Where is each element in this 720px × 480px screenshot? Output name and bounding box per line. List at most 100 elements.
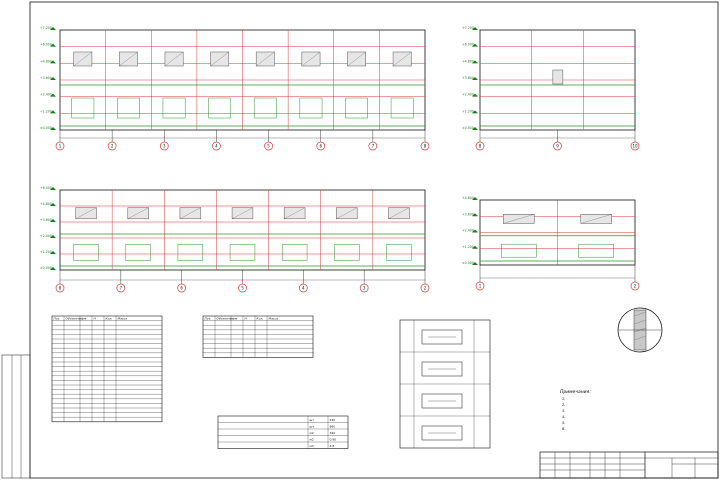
level-mark-label: +2.400 (40, 93, 52, 97)
axis-bubble (298, 283, 308, 293)
level-mark-icon (472, 127, 478, 130)
level-mark-label: +6.000 (40, 186, 52, 190)
level-mark-label: +4.800 (462, 196, 474, 200)
spec-table-1-header-cell: H (94, 316, 97, 320)
materials-table-cell: 4.8 (330, 444, 335, 448)
window-hatch (580, 214, 612, 224)
level-mark-label: +4.800 (40, 202, 52, 206)
spec-table-2-header-cell: Поз. (205, 316, 212, 320)
lower-opening (345, 97, 368, 119)
spec-table-2-frame (202, 315, 314, 358)
materials-table-cell: 230 (330, 418, 336, 422)
materials-table-cell: 0.90 (330, 438, 337, 442)
axis-label: 1 (59, 144, 62, 149)
spec-table-1-header-cell: Кол. (106, 316, 113, 320)
window-hatch (392, 51, 412, 67)
window-hatch (73, 51, 93, 67)
level-mark-icon (50, 60, 56, 64)
level-mark-label: +3.600 (40, 76, 52, 80)
axis-label: 4 (215, 144, 218, 149)
level-mark-label: +7.200 (40, 26, 52, 30)
level-mark-label: ±0.000 (462, 126, 474, 130)
spec-table-1-header-cell: Поз. (54, 316, 61, 320)
materials-table-cell: 860 (330, 425, 336, 429)
lower-opening (71, 97, 95, 119)
note-line: 6. (562, 427, 565, 431)
window-hatch (388, 207, 410, 219)
lower-opening (73, 244, 99, 261)
axis-label: 7 (372, 144, 375, 149)
level-mark-label: +4.800 (40, 59, 52, 63)
spec-table-2-header-cell: H (245, 316, 248, 320)
spec-table-1-header-cell: L (82, 316, 84, 320)
details-table (399, 319, 491, 449)
level-mark-label: +1.200 (462, 109, 474, 113)
window-hatch (347, 51, 366, 67)
lower-opening (281, 244, 308, 261)
section-detail (617, 307, 663, 353)
level-mark-icon (50, 43, 56, 47)
axis-label: 5 (267, 144, 270, 149)
level-mark-label: ±0.000 (40, 126, 52, 130)
axis-label: 3 (163, 144, 166, 149)
lower-opening (177, 244, 204, 261)
notes-block: Примечания: 1.2.3.4.5.6. (560, 389, 591, 431)
level-mark-label: +3.600 (462, 76, 474, 80)
level-mark-icon (472, 27, 478, 30)
level-mark-icon (472, 262, 478, 265)
axis-bubble (116, 283, 126, 293)
materials-table-frame (217, 415, 349, 449)
spec-table-1-header-cell: Обозначение (66, 316, 87, 320)
level-mark-label: +6.000 (40, 43, 52, 47)
level-mark-label: +3.600 (40, 218, 52, 222)
axis-label: 3 (363, 286, 366, 291)
materials-table-cell: м3 (310, 444, 314, 448)
note-line: 4. (562, 415, 565, 419)
axis-bubble (553, 141, 562, 151)
detail-sketch (421, 425, 463, 441)
materials-table-cell: м2 (310, 431, 314, 435)
lower-opening (162, 97, 186, 119)
axis-label: 6 (180, 286, 183, 291)
level-mark-icon (472, 43, 478, 47)
sheet-border (29, 1, 719, 479)
axis-bubble (55, 141, 65, 151)
lower-opening (386, 244, 412, 261)
window-hatch (284, 207, 306, 219)
axis-bubble (238, 283, 247, 293)
lower-opening (299, 97, 323, 119)
level-mark-icon (50, 235, 56, 238)
level-mark-label: +2.400 (462, 229, 474, 233)
note-line: 2. (562, 403, 565, 407)
axis-bubble (177, 283, 187, 293)
level-mark-icon (472, 60, 478, 64)
window-hatch (127, 207, 149, 219)
note-line: 3. (562, 409, 565, 413)
axis-label: 8 (479, 144, 482, 149)
level-mark-icon (50, 127, 56, 130)
axis-bubble (630, 141, 640, 151)
window-hatch (179, 207, 201, 219)
note-line: 5. (562, 421, 565, 425)
axis-label: 9 (556, 144, 559, 149)
axis-bubble (630, 281, 640, 291)
axis-bubble (107, 141, 117, 151)
axis-label: 7 (120, 286, 123, 291)
notes-heading: Примечания: (560, 389, 591, 395)
level-mark-icon (50, 267, 56, 270)
axis-bubble (475, 141, 485, 151)
materials-table-cell: шт (310, 418, 315, 422)
axis-bubble (359, 283, 369, 293)
axis-label: 2 (634, 284, 637, 289)
spec-table-2-header-cell: Масса (269, 316, 279, 320)
level-mark-label: +6.000 (462, 43, 474, 47)
level-mark-label: +7.200 (462, 26, 474, 30)
axis-bubble (316, 141, 326, 151)
level-mark-icon (50, 203, 56, 206)
level-mark-label: +1.200 (40, 109, 52, 113)
